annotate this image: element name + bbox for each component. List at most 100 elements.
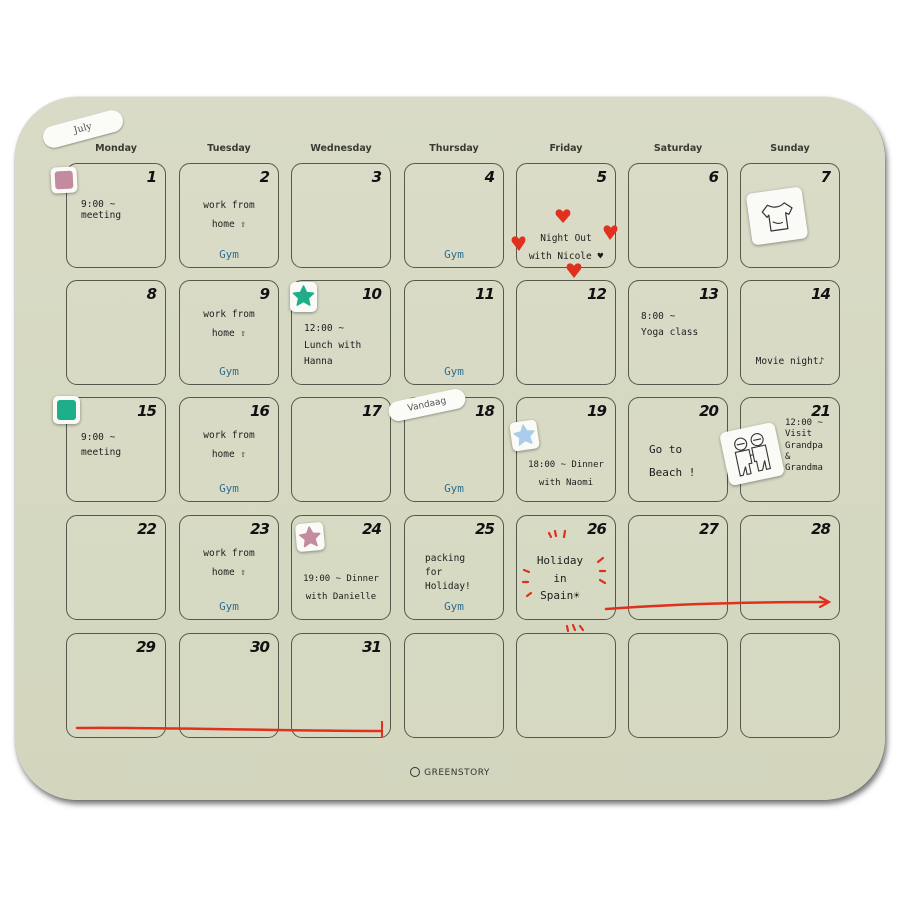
day-cell-28[interactable]: 28: [740, 515, 840, 620]
day-number: 17: [362, 402, 382, 420]
cell-note: 12:00 ~ Visit Grandpa & Grandma: [785, 418, 823, 473]
day-cell-25[interactable]: 25 packing for Holiday! Gym: [404, 515, 504, 620]
cell-note: work from home ⇧: [203, 309, 255, 339]
day-cell-29[interactable]: 29: [66, 633, 166, 738]
day-number: 3: [371, 168, 382, 186]
day-header-saturday: Saturday: [653, 143, 703, 154]
gym-note: Gym: [219, 248, 239, 261]
day-cell-27[interactable]: 27: [628, 515, 728, 620]
day-number: 30: [250, 638, 270, 656]
gym-note: Gym: [219, 365, 239, 378]
elderly-couple-icon: [734, 433, 772, 477]
day-number: 23: [250, 520, 270, 538]
day-number: 5: [596, 168, 607, 186]
day-number: 11: [475, 285, 495, 303]
day-number: 27: [699, 520, 719, 538]
pink-square-magnet[interactable]: [50, 166, 78, 194]
day-number: 2: [259, 168, 270, 186]
month-label: July: [72, 120, 94, 137]
couple-magnet[interactable]: [718, 421, 786, 487]
brand-name: GREENSTORY: [424, 768, 490, 778]
star-icon: [299, 526, 321, 548]
day-cell-14[interactable]: 14 Movie night♪: [740, 280, 840, 385]
day-cell-11[interactable]: 11 Gym: [404, 280, 504, 385]
day-number: 18: [475, 402, 495, 420]
day-number: 25: [475, 520, 495, 538]
pink-square-icon: [54, 170, 74, 190]
gym-note: Gym: [219, 482, 239, 495]
day-cell-20[interactable]: 20 Go to Beach !: [628, 397, 728, 502]
day-cell-6[interactable]: 6: [628, 163, 728, 268]
day-number: 29: [136, 638, 156, 656]
day-number: 4: [484, 168, 495, 186]
cell-note: Movie night♪: [755, 356, 825, 367]
green-square-icon: [57, 400, 76, 420]
gym-note: Gym: [444, 365, 464, 378]
day-cell-4[interactable]: 4 Gym: [404, 163, 504, 268]
day-number: 10: [362, 285, 382, 303]
cell-note: work from home ⇧: [203, 548, 255, 578]
day-cell-23[interactable]: 23 work from home ⇧ Gym: [179, 515, 279, 620]
day-cell-5[interactable]: 5 Night Out with Nicole ♥: [516, 163, 616, 268]
day-cell-12[interactable]: 12: [516, 280, 616, 385]
day-header-wednesday: Wednesday: [310, 143, 372, 154]
day-cell-9[interactable]: 9 work from home ⇧ Gym: [179, 280, 279, 385]
day-cell-22[interactable]: 22: [66, 515, 166, 620]
day-number: 6: [708, 168, 719, 186]
day-header-sunday: Sunday: [770, 143, 810, 154]
star-icon: [513, 424, 535, 446]
day-number: 28: [811, 520, 831, 538]
day-cell-30[interactable]: 30: [179, 633, 279, 738]
cell-note: 19:00 ~ Dinner with Danielle: [303, 574, 379, 602]
day-cell-31[interactable]: 31: [291, 633, 391, 738]
day-number: 24: [362, 520, 382, 538]
day-number: 26: [587, 520, 607, 538]
day-number: 16: [250, 402, 270, 420]
day-cell-16[interactable]: 16 work from home ⇧ Gym: [179, 397, 279, 502]
day-cell-10[interactable]: 10 12:00 ~ Lunch with Hanna: [291, 280, 391, 385]
day-cell-26[interactable]: 26 Holiday in Spain☀: [516, 515, 616, 620]
day-number: 31: [362, 638, 382, 656]
day-header-monday: Monday: [95, 143, 137, 154]
green-square-magnet[interactable]: [53, 396, 80, 424]
day-cell-8[interactable]: 8: [66, 280, 166, 385]
t-shirt-magnet[interactable]: [745, 186, 809, 246]
pink-star-magnet[interactable]: [294, 521, 326, 553]
day-cell-empty[interactable]: [628, 633, 728, 738]
day-header-thursday: Thursday: [429, 143, 479, 154]
day-cell-1[interactable]: 1 9:00 ~ meeting: [66, 163, 166, 268]
gym-note: Gym: [444, 248, 464, 261]
day-cell-19[interactable]: 19 18:00 ~ Dinner with Naomi: [516, 397, 616, 502]
day-cell-15[interactable]: 15 9:00 ~ meeting: [66, 397, 166, 502]
day-number: 12: [587, 285, 607, 303]
day-number: 8: [146, 285, 157, 303]
gym-note: Gym: [219, 600, 239, 613]
star-icon: [292, 285, 315, 306]
day-number: 1: [146, 168, 157, 186]
cell-note: Night Out with Nicole ♥: [528, 233, 604, 263]
day-number: 9: [259, 285, 270, 303]
day-cell-3[interactable]: 3: [291, 163, 391, 268]
day-cell-empty[interactable]: [516, 633, 616, 738]
cell-note: packing for Holiday!: [425, 553, 471, 592]
day-number: 22: [137, 520, 157, 538]
brand-footer: GREENSTORY: [0, 767, 900, 778]
day-number: 21: [811, 402, 831, 420]
day-number: 13: [699, 285, 719, 303]
day-number: 20: [699, 402, 719, 420]
day-number: 7: [820, 168, 831, 186]
light-blue-star-magnet[interactable]: [509, 419, 540, 452]
green-star-magnet[interactable]: [290, 282, 317, 312]
cell-note: 18:00 ~ Dinner with Naomi: [528, 460, 604, 488]
day-cell-empty[interactable]: [740, 633, 840, 738]
today-label: Vandaag: [406, 396, 448, 414]
day-cell-2[interactable]: 2 work from home ⇧ Gym: [179, 163, 279, 268]
day-cell-13[interactable]: 13 8:00 ~ Yoga class: [628, 280, 728, 385]
day-cell-empty[interactable]: [404, 633, 504, 738]
day-number: 14: [811, 285, 831, 303]
day-header-friday: Friday: [549, 143, 583, 154]
day-header-tuesday: Tuesday: [207, 143, 251, 154]
cell-note: 8:00 ~ Yoga class: [641, 311, 699, 339]
cell-note: 12:00 ~ Lunch with Hanna: [304, 323, 362, 368]
day-cell-17[interactable]: 17: [291, 397, 391, 502]
